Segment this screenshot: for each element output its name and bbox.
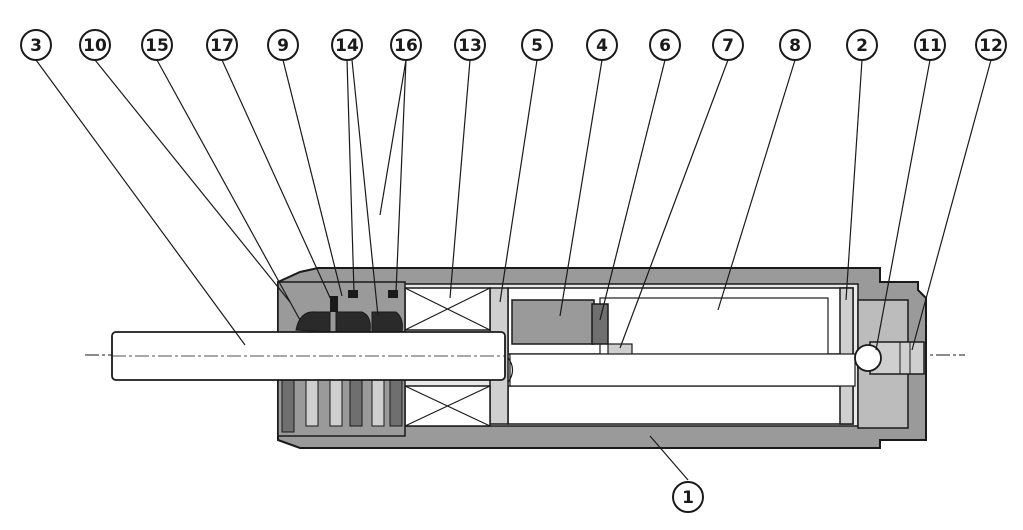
- callout-12: 12: [975, 29, 1007, 61]
- callout-6: 6: [649, 29, 681, 61]
- callout-4: 4: [586, 29, 618, 61]
- callout-3: 3: [20, 29, 52, 61]
- callout-circle: [521, 29, 553, 61]
- callout-circle: [267, 29, 299, 61]
- callouts-top: 3 10 15 17 9 14 16 13 5 4 6 7 8 2 11 12: [20, 29, 1007, 61]
- callout-circle: [779, 29, 811, 61]
- callout-1: 1: [672, 481, 704, 513]
- callout-2: 2: [846, 29, 878, 61]
- callout-13: 13: [454, 29, 486, 61]
- piston-head: [511, 299, 595, 345]
- inner-rod-extension: [509, 353, 856, 387]
- callout-number: 14: [335, 36, 359, 56]
- callout-circle: [141, 29, 173, 61]
- callout-circle: [390, 29, 422, 61]
- callout-circle: [672, 481, 704, 513]
- callout-14: 14: [331, 29, 363, 61]
- callout-circle: [846, 29, 878, 61]
- callout-number: 10: [83, 36, 107, 56]
- callout-circle: [79, 29, 111, 61]
- callout-number: 11: [918, 36, 942, 56]
- callout-circle: [649, 29, 681, 61]
- callout-circle: [712, 29, 744, 61]
- accumulator-element: [599, 297, 829, 355]
- callout-circle: [914, 29, 946, 61]
- callout-17: 17: [206, 29, 238, 61]
- callout-9: 9: [267, 29, 299, 61]
- callout-5: 5: [521, 29, 553, 61]
- callout-circle: [20, 29, 52, 61]
- callout-number: 6: [659, 36, 671, 56]
- callout-number: 5: [531, 36, 543, 56]
- piston-ring: [591, 303, 609, 345]
- callout-number: 9: [277, 36, 289, 56]
- callout-number: 13: [458, 36, 482, 56]
- callout-15: 15: [141, 29, 173, 61]
- callout-circle: [454, 29, 486, 61]
- callout-number: 2: [856, 36, 868, 56]
- callout-number: 7: [722, 36, 734, 56]
- callout-circle: [975, 29, 1007, 61]
- callout-circle: [586, 29, 618, 61]
- callout-8: 8: [779, 29, 811, 61]
- callout-number: 16: [394, 36, 418, 56]
- callout-11: 11: [914, 29, 946, 61]
- leader-lines: [35, 59, 992, 481]
- callout-10: 10: [79, 29, 111, 61]
- callout-7: 7: [712, 29, 744, 61]
- callout-number: 3: [30, 36, 42, 56]
- callout-circle: [331, 29, 363, 61]
- end-plug: [854, 341, 925, 375]
- callout-16: 16: [390, 29, 422, 61]
- rod-seals: [295, 290, 403, 333]
- callout-number: 4: [596, 36, 608, 56]
- callout-number: 1: [682, 488, 694, 508]
- callout-number: 12: [979, 36, 1003, 56]
- callout-number: 17: [210, 36, 234, 56]
- callout-circle: [206, 29, 238, 61]
- callout-number: 8: [789, 36, 801, 56]
- callout-number: 15: [145, 36, 169, 56]
- callouts-bottom: 1: [672, 481, 704, 513]
